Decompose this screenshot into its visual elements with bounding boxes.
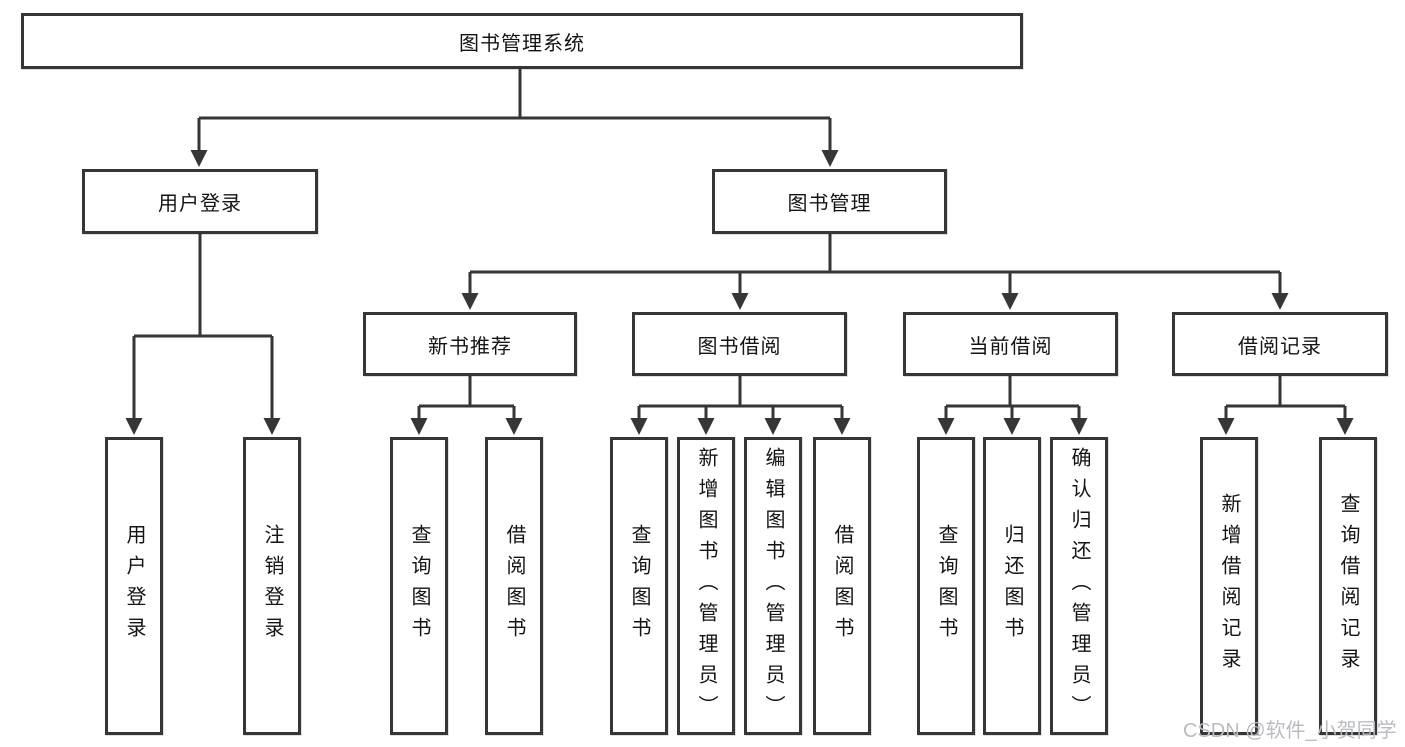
node-leaf-logout: 注销登录 [243, 437, 301, 735]
leaf-label: 编辑图书（管理员） [762, 446, 784, 726]
node-leaf-query-books-recommend: 查询图书 [390, 437, 448, 735]
node-current-borrowing: 当前借阅 [903, 312, 1118, 376]
node-user-login-module: 用户登录 [82, 169, 318, 234]
leaf-label: 查询借阅记录 [1337, 493, 1359, 679]
node-leaf-borrow-books-borrowing: 借阅图书 [813, 437, 871, 735]
node-book-management-module: 图书管理 [712, 169, 947, 234]
node-leaf-query-books-current: 查询图书 [917, 437, 975, 735]
leaf-label: 确认归还（管理员） [1068, 446, 1090, 726]
node-leaf-borrow-books-recommend: 借阅图书 [485, 437, 543, 735]
node-leaf-query-borrow-record: 查询借阅记录 [1319, 437, 1377, 735]
node-leaf-user-login: 用户登录 [105, 437, 163, 735]
node-leaf-confirm-return-admin: 确认归还（管理员） [1050, 437, 1108, 735]
leaf-label: 查询图书 [408, 524, 430, 648]
node-new-book-recommend: 新书推荐 [363, 312, 577, 376]
leaf-label: 查询图书 [628, 524, 650, 648]
node-leaf-add-books-admin: 新增图书（管理员） [677, 437, 735, 735]
node-root: 图书管理系统 [21, 13, 1023, 69]
leaf-label: 新增图书（管理员） [695, 446, 717, 726]
leaf-label: 借阅图书 [831, 524, 853, 648]
leaf-label: 注销登录 [261, 524, 283, 648]
node-leaf-add-borrow-record: 新增借阅记录 [1200, 437, 1258, 735]
leaf-label: 归还图书 [1001, 524, 1023, 648]
leaf-label: 查询图书 [935, 524, 957, 648]
leaf-label: 新增借阅记录 [1218, 493, 1240, 679]
node-leaf-query-books-borrowing: 查询图书 [610, 437, 668, 735]
node-leaf-return-books: 归还图书 [983, 437, 1041, 735]
csdn-watermark: CSDN @软件_小贺同学 [1183, 720, 1397, 742]
node-borrowing-records: 借阅记录 [1172, 312, 1388, 376]
leaf-label: 用户登录 [123, 524, 145, 648]
node-book-borrowing: 图书借阅 [632, 312, 847, 376]
node-leaf-edit-books-admin: 编辑图书（管理员） [744, 437, 802, 735]
leaf-label: 借阅图书 [503, 524, 525, 648]
